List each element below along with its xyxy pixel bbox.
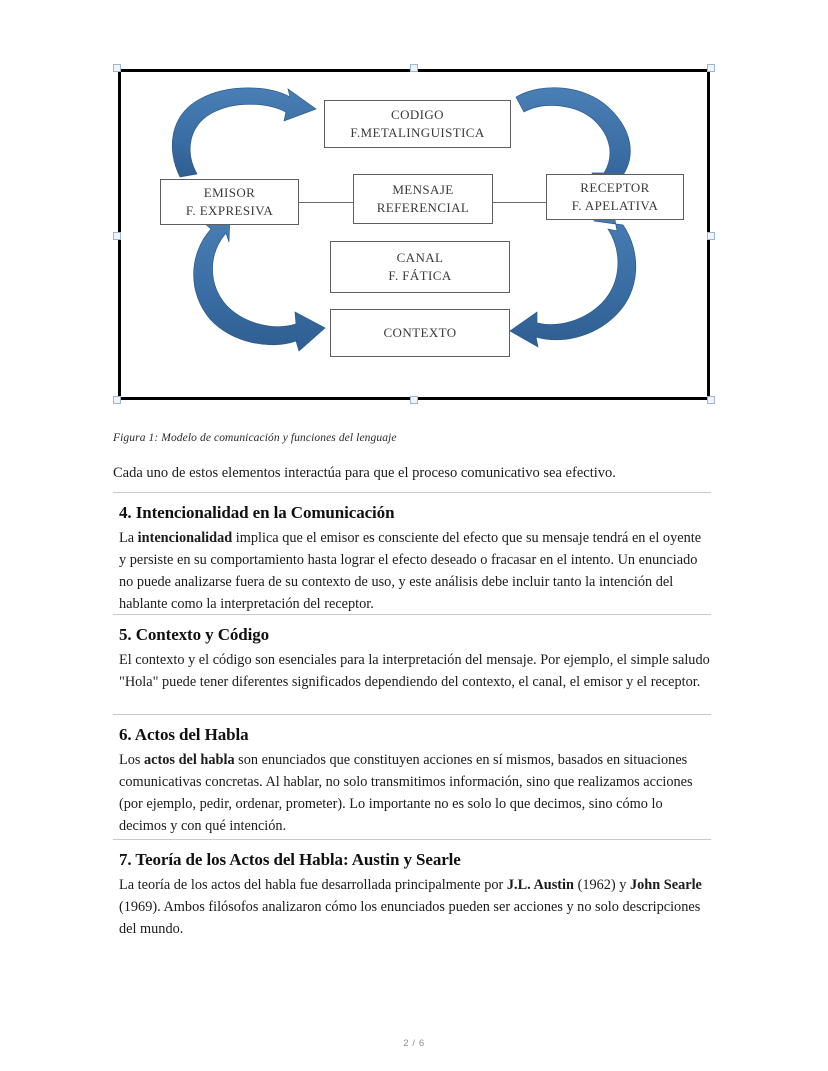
diagram-box-receptor-line1: RECEPTOR [580,180,650,196]
section-contexto-y-codigo: 5. Contexto y Código El contexto y el có… [113,625,711,693]
section-divider-7 [113,839,711,840]
resize-handle-bottom-right[interactable] [707,396,715,404]
diagram-box-contexto: CONTEXTO [330,309,510,357]
figure-image-selected[interactable]: CODIGO F.METALINGUISTICA EMISOR F. EXPRE… [113,64,715,404]
diagram-box-mensaje-line2: REFERENCIAL [376,200,470,215]
connector-emisor-mensaje [298,202,354,203]
diagram-box-receptor-line2: F. APELATIVA [571,198,659,213]
connector-mensaje-receptor [492,202,547,203]
section-title-6: 6. Actos del Habla [119,725,249,744]
diagram-box-emisor-line1: EMISOR [203,185,256,201]
resize-handle-top-center[interactable] [410,64,418,72]
diagram-box-mensaje: MENSAJE REFERENCIAL [353,174,493,224]
resize-handle-bottom-center[interactable] [410,396,418,404]
section-title-4: 4. Intencionalidad en la Comunicación [119,503,395,522]
diagram-box-codigo-line2: F.METALINGUISTICA [350,125,485,140]
section-title-5: 5. Contexto y Código [119,625,270,644]
diagram-box-canal-line1: CANAL [396,250,444,266]
section-actos-del-habla: 6. Actos del Habla Los actos del habla s… [113,725,711,837]
section-body-6: Los actos del habla son enunciados que c… [119,752,693,835]
section-title-7: 7. Teoría de los Actos del Habla: Austin… [119,850,461,869]
section-intencionalidad: 4. Intencionalidad en la Comunicación La… [113,503,711,615]
arrow-emisor-to-codigo [172,87,317,178]
diagram-box-codigo-line1: CODIGO [391,107,444,123]
resize-handle-middle-left[interactable] [113,232,121,240]
diagram-box-canal: CANAL F. FÁTICA [330,241,510,293]
arrow-receptor-to-contexto [509,202,637,348]
lead-paragraph: Cada uno de estos elementos interactúa p… [113,465,616,481]
section-divider-5 [113,614,711,615]
resize-handle-top-right[interactable] [707,64,715,72]
diagram-box-codigo: CODIGO F.METALINGUISTICA [324,100,511,148]
section-body-4: La intencionalidad implica que el emisor… [119,530,702,613]
diagram-box-contexto-line1: CONTEXTO [383,325,457,341]
section-teoria-austin-searle: 7. Teoría de los Actos del Habla: Austin… [113,850,711,940]
resize-handle-top-left[interactable] [113,64,121,72]
page-number-footer: 2 / 6 [403,1038,425,1049]
section-body-7: La teoría de los actos del habla fue des… [119,877,702,938]
section-divider-4 [113,492,711,493]
diagram-box-canal-line2: F. FÁTICA [388,268,452,283]
arrow-contexto-to-emisor [193,211,326,352]
figure-canvas: CODIGO F.METALINGUISTICA EMISOR F. EXPRE… [118,69,710,400]
diagram-box-mensaje-line1: MENSAJE [392,182,454,198]
resize-handle-middle-right[interactable] [707,232,715,240]
diagram-box-emisor: EMISOR F. EXPRESIVA [160,179,299,225]
diagram-box-emisor-line2: F. EXPRESIVA [185,203,274,218]
diagram-box-receptor: RECEPTOR F. APELATIVA [546,174,684,220]
section-divider-6 [113,714,711,715]
figure-caption: Figura 1: Modelo de comunicación y funci… [113,432,397,444]
resize-handle-bottom-left[interactable] [113,396,121,404]
section-body-5: El contexto y el código son esenciales p… [119,652,710,691]
